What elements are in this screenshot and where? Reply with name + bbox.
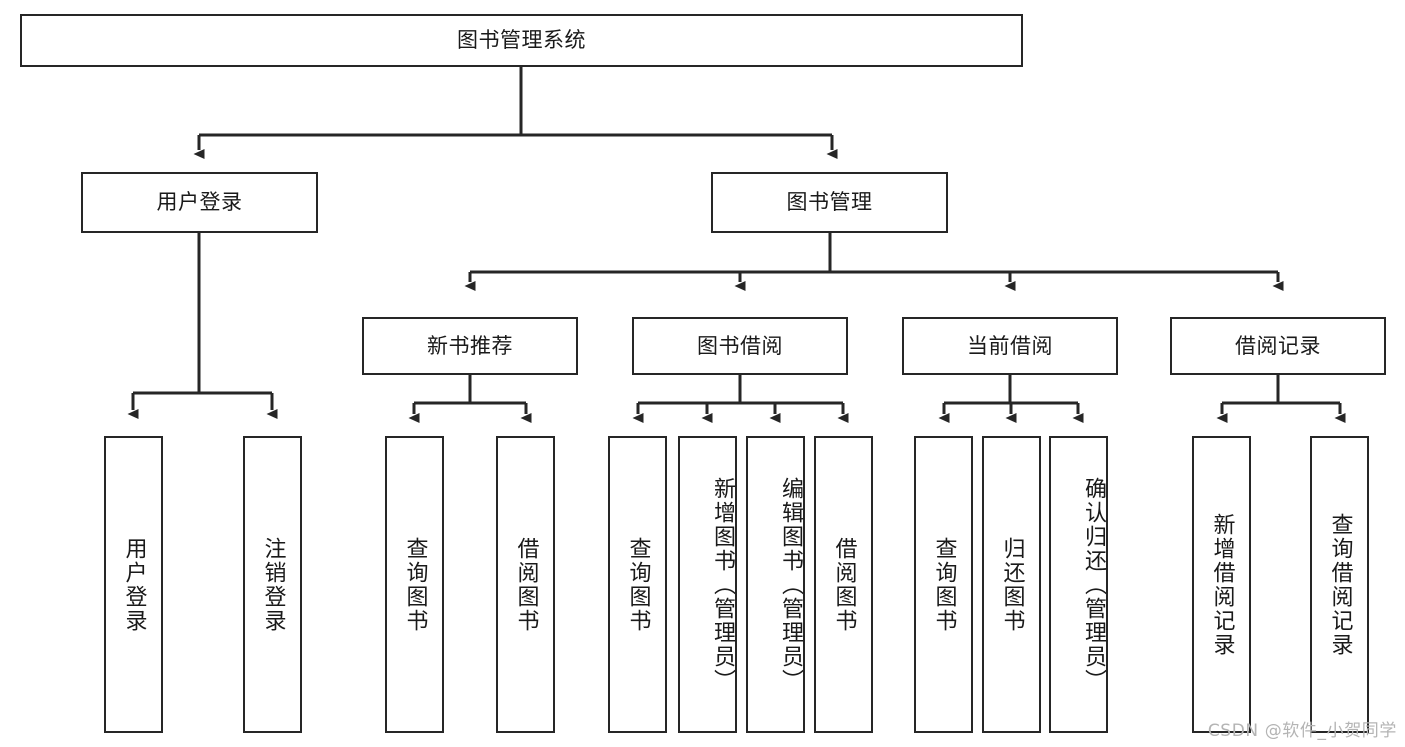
node-book-borrow-label: 图书借阅	[697, 333, 783, 358]
node-leaf-borrow-book-1-label: 借阅图书	[513, 536, 539, 633]
node-leaf-query-record-label: 查询借阅记录	[1327, 512, 1353, 657]
node-leaf-query-book-1[interactable]: 查询图书	[385, 436, 444, 733]
node-leaf-add-record-label: 新增借阅记录	[1209, 512, 1235, 657]
node-leaf-user-login-label: 用户登录	[121, 536, 147, 633]
node-leaf-borrow-book-2[interactable]: 借阅图书	[814, 436, 873, 733]
node-leaf-user-login[interactable]: 用户登录	[104, 436, 163, 733]
node-leaf-query-book-2-label: 查询图书	[625, 536, 651, 633]
node-leaf-borrow-book-1[interactable]: 借阅图书	[496, 436, 555, 733]
node-leaf-add-record[interactable]: 新增借阅记录	[1192, 436, 1251, 733]
node-user-login-label: 用户登录	[156, 190, 243, 215]
node-leaf-query-book-3-label: 查询图书	[931, 536, 957, 633]
node-borrow-record-label: 借阅记录	[1235, 333, 1321, 358]
node-leaf-query-book-3[interactable]: 查询图书	[914, 436, 973, 733]
watermark: CSDN @软件_小贺同学	[1207, 721, 1397, 741]
node-leaf-query-record[interactable]: 查询借阅记录	[1310, 436, 1369, 733]
node-leaf-edit-book-label: 编辑图书（管理员）	[778, 476, 803, 693]
node-leaf-return-book-label: 归还图书	[999, 536, 1025, 633]
node-leaf-logout[interactable]: 注销登录	[243, 436, 302, 733]
node-root-label: 图书管理系统	[457, 28, 586, 53]
node-root[interactable]: 图书管理系统	[20, 14, 1023, 67]
node-user-login[interactable]: 用户登录	[81, 172, 318, 233]
node-book-manage-label: 图书管理	[786, 190, 873, 215]
node-leaf-add-book-label: 新增图书（管理员）	[710, 476, 735, 693]
node-new-book-rec[interactable]: 新书推荐	[362, 317, 578, 375]
node-current-borrow-label: 当前借阅	[967, 333, 1053, 358]
node-leaf-edit-book[interactable]: 编辑图书（管理员）	[746, 436, 805, 733]
node-borrow-record[interactable]: 借阅记录	[1170, 317, 1386, 375]
node-leaf-borrow-book-2-label: 借阅图书	[831, 536, 857, 633]
node-book-manage[interactable]: 图书管理	[711, 172, 948, 233]
node-leaf-return-book[interactable]: 归还图书	[982, 436, 1041, 733]
node-leaf-add-book[interactable]: 新增图书（管理员）	[678, 436, 737, 733]
node-new-book-rec-label: 新书推荐	[427, 333, 513, 358]
node-leaf-query-book-1-label: 查询图书	[402, 536, 428, 633]
node-leaf-query-book-2[interactable]: 查询图书	[608, 436, 667, 733]
node-leaf-logout-label: 注销登录	[260, 536, 286, 633]
node-leaf-confirm-return-label: 确认归还（管理员）	[1081, 476, 1106, 693]
node-leaf-confirm-return[interactable]: 确认归还（管理员）	[1049, 436, 1108, 733]
node-book-borrow[interactable]: 图书借阅	[632, 317, 848, 375]
node-current-borrow[interactable]: 当前借阅	[902, 317, 1118, 375]
